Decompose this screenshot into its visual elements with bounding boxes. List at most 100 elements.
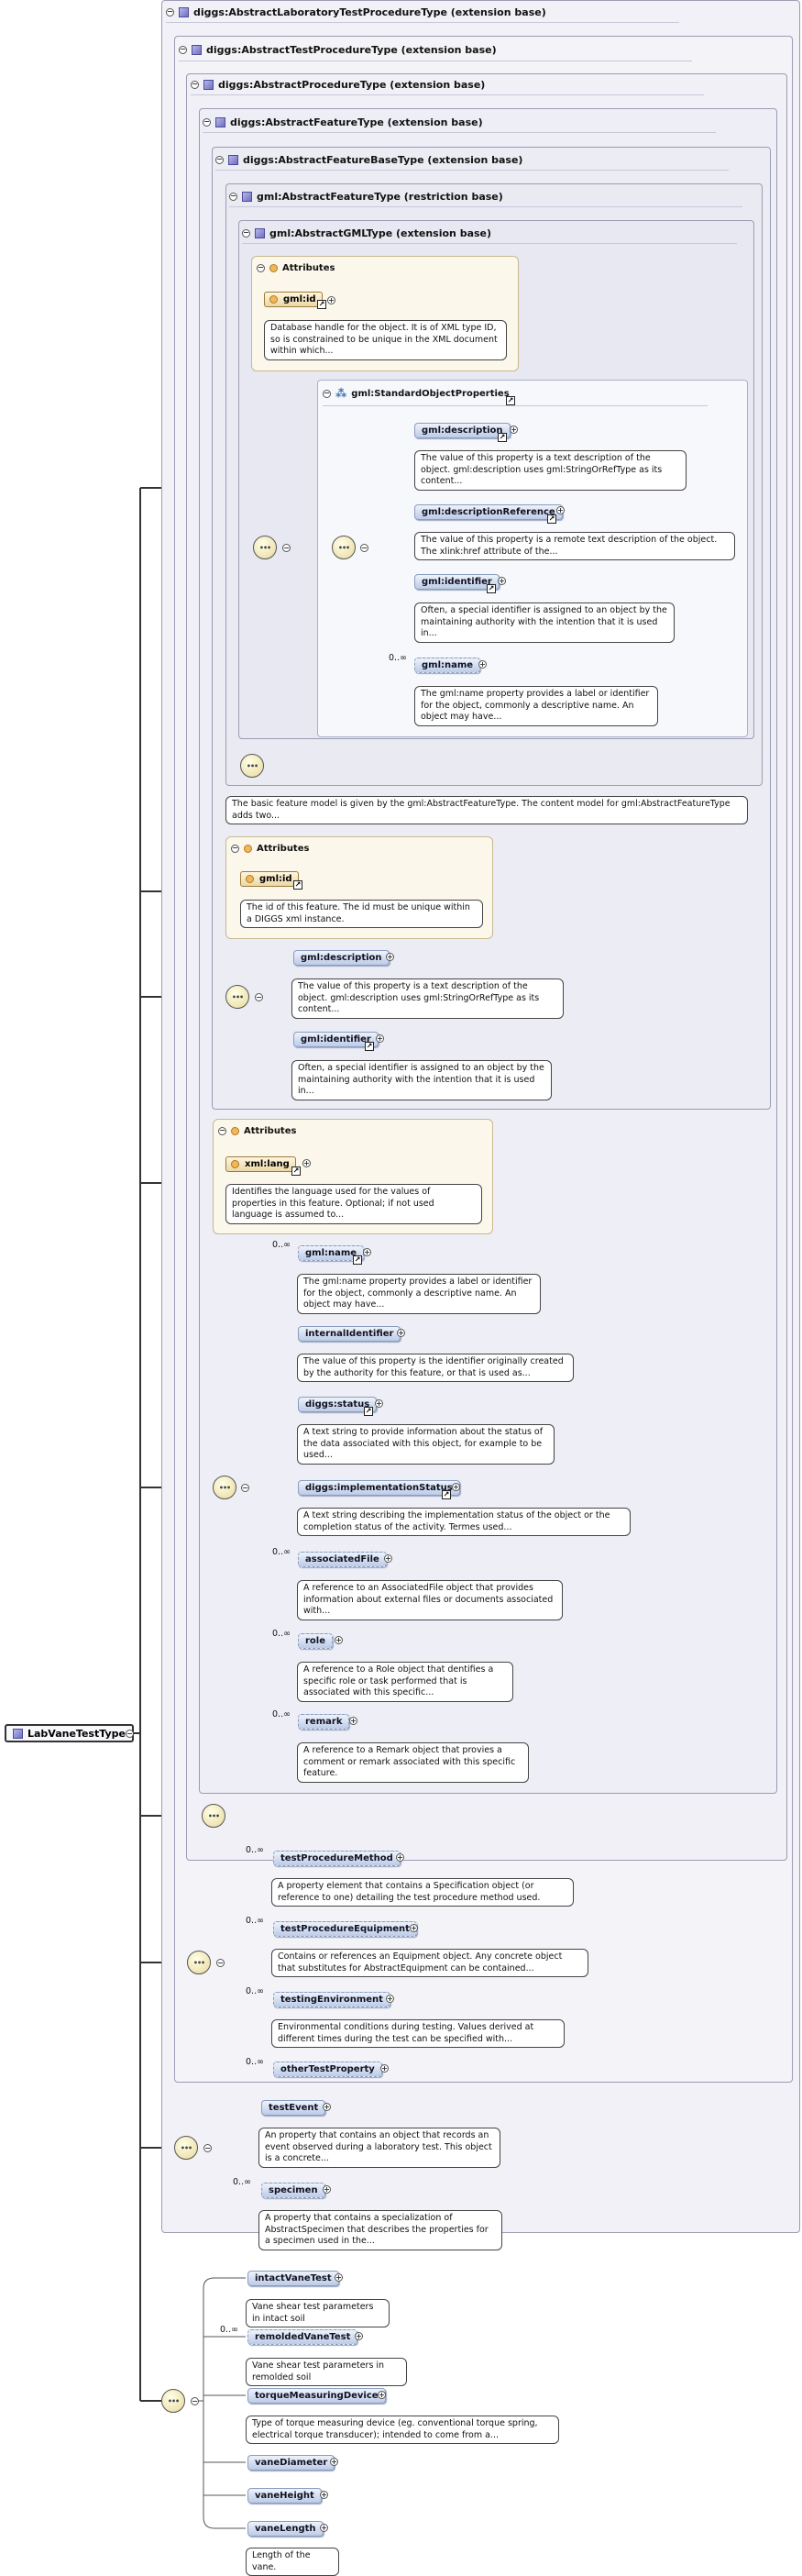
collapse-icon[interactable]: − bbox=[179, 45, 187, 54]
element-role[interactable]: role bbox=[298, 1633, 334, 1649]
sequence-compositor-icon[interactable]: ••• bbox=[174, 2136, 198, 2160]
collapse-icon[interactable]: − bbox=[229, 192, 237, 201]
expand-icon[interactable]: + bbox=[386, 1995, 394, 2003]
element-gml-description[interactable]: gml:description bbox=[414, 423, 511, 438]
expand-icon[interactable]: + bbox=[376, 1034, 384, 1043]
element-diggs-implementation-status[interactable]: diggs:implementationStatus bbox=[298, 1480, 460, 1496]
sequence-compositor-icon[interactable]: ••• bbox=[161, 2389, 185, 2413]
attribute-gml-id[interactable]: gml:id bbox=[264, 292, 323, 307]
element-test-procedure-method[interactable]: testProcedureMethod bbox=[273, 1851, 401, 1866]
expand-icon[interactable]: + bbox=[384, 1554, 392, 1563]
link-icon[interactable]: ↗ bbox=[498, 433, 507, 442]
element-remark[interactable]: remark bbox=[298, 1714, 350, 1730]
type-header-abstract-test-procedure[interactable]: − diggs:AbstractTestProcedureType (exten… bbox=[179, 42, 497, 57]
expand-icon[interactable]: − bbox=[241, 1484, 249, 1492]
collapse-icon[interactable]: − bbox=[242, 228, 250, 238]
expand-icon[interactable]: + bbox=[323, 2185, 331, 2194]
group-header-standard-object-properties[interactable]: − ⁂ gml:StandardObjectProperties bbox=[323, 386, 510, 401]
element-remolded-vane-test[interactable]: remoldedVaneTest bbox=[247, 2329, 358, 2345]
sequence-compositor-icon[interactable]: ••• bbox=[213, 1476, 236, 1499]
expand-icon[interactable]: + bbox=[323, 2103, 331, 2111]
type-header-gml-abstract-gml[interactable]: − gml:AbstractGMLType (extension base) bbox=[242, 226, 491, 240]
attributes-header[interactable]: − Attributes bbox=[218, 1123, 296, 1138]
element-other-test-property[interactable]: otherTestProperty bbox=[273, 2062, 382, 2077]
link-icon[interactable]: ↗ bbox=[547, 514, 556, 524]
link-icon[interactable]: ↗ bbox=[317, 300, 326, 309]
sequence-compositor-icon[interactable]: ••• bbox=[225, 985, 249, 1009]
expand-icon[interactable]: − bbox=[191, 2397, 199, 2405]
element-vane-height[interactable]: vaneHeight bbox=[247, 2488, 322, 2504]
expand-icon[interactable]: + bbox=[380, 2064, 389, 2073]
expand-icon[interactable]: + bbox=[349, 1717, 357, 1725]
link-icon[interactable]: ↗ bbox=[291, 1166, 301, 1176]
collapse-icon[interactable]: − bbox=[257, 263, 265, 272]
expand-icon[interactable]: + bbox=[510, 426, 518, 434]
expand-icon[interactable]: + bbox=[397, 1329, 405, 1337]
expand-icon[interactable]: + bbox=[386, 953, 394, 961]
expand-icon[interactable]: + bbox=[330, 2458, 338, 2466]
expand-icon[interactable]: + bbox=[498, 577, 506, 585]
element-torque-measuring-device[interactable]: torqueMeasuringDevice bbox=[247, 2388, 386, 2404]
expand-icon[interactable]: + bbox=[375, 1399, 383, 1408]
element-test-procedure-equipment[interactable]: testProcedureEquipment bbox=[273, 1921, 417, 1937]
element-gml-name[interactable]: gml:name bbox=[414, 658, 481, 673]
element-vane-length[interactable]: vaneLength bbox=[247, 2521, 324, 2537]
link-icon[interactable]: ↗ bbox=[353, 1255, 362, 1265]
link-icon[interactable]: ↗ bbox=[506, 396, 515, 405]
expand-icon[interactable]: − bbox=[360, 544, 368, 552]
expand-icon[interactable]: + bbox=[335, 1636, 343, 1644]
sequence-compositor-icon[interactable]: ••• bbox=[202, 1804, 225, 1828]
element-gml-identifier[interactable]: gml:identifier bbox=[414, 574, 500, 590]
expand-icon[interactable]: − bbox=[203, 2144, 212, 2152]
link-icon[interactable]: ↗ bbox=[364, 1407, 373, 1416]
attribute-gml-id[interactable]: gml:id bbox=[240, 871, 299, 887]
expand-icon[interactable]: + bbox=[327, 296, 335, 304]
collapse-icon[interactable]: − bbox=[323, 389, 331, 398]
type-header-gml-abstract-feature[interactable]: − gml:AbstractFeatureType (restriction b… bbox=[229, 189, 503, 204]
attribute-xml-lang[interactable]: xml:lang bbox=[225, 1156, 296, 1172]
link-icon[interactable]: ↗ bbox=[487, 584, 496, 593]
type-header-abstract-lab-test-procedure[interactable]: − diggs:AbstractLaboratoryTestProcedureT… bbox=[166, 5, 546, 19]
link-icon[interactable]: ↗ bbox=[293, 880, 302, 890]
sequence-compositor-icon[interactable]: ••• bbox=[187, 1951, 211, 1974]
type-header-abstract-feature[interactable]: − diggs:AbstractFeatureType (extension b… bbox=[203, 115, 483, 129]
expand-icon[interactable]: + bbox=[335, 2273, 343, 2282]
element-specimen[interactable]: specimen bbox=[261, 2183, 325, 2198]
type-header-abstract-feature-base[interactable]: − diggs:AbstractFeatureBaseType (extensi… bbox=[215, 152, 522, 167]
element-test-event[interactable]: testEvent bbox=[261, 2100, 326, 2116]
collapse-icon[interactable]: − bbox=[191, 80, 199, 89]
collapse-icon[interactable]: − bbox=[231, 844, 239, 853]
expand-icon[interactable]: + bbox=[378, 2391, 386, 2399]
collapse-icon[interactable]: − bbox=[166, 7, 174, 17]
link-icon[interactable]: ↗ bbox=[442, 1490, 451, 1499]
expand-icon[interactable]: + bbox=[556, 506, 565, 514]
element-vane-diameter[interactable]: vaneDiameter bbox=[247, 2455, 335, 2471]
expand-icon[interactable]: + bbox=[396, 1853, 404, 1862]
element-gml-description[interactable]: gml:description bbox=[293, 950, 390, 966]
collapse-icon[interactable]: − bbox=[203, 117, 211, 127]
expand-icon[interactable]: + bbox=[320, 2491, 328, 2499]
expand-icon[interactable]: − bbox=[216, 1959, 225, 1967]
link-icon[interactable]: ↗ bbox=[365, 1042, 374, 1051]
root-type-lab-vane-test[interactable]: LabVaneTestType bbox=[5, 1724, 134, 1742]
element-associated-file[interactable]: associatedFile bbox=[298, 1552, 387, 1567]
type-header-abstract-procedure[interactable]: − diggs:AbstractProcedureType (extension… bbox=[191, 77, 485, 92]
attributes-header[interactable]: − Attributes bbox=[257, 260, 335, 275]
expand-icon[interactable]: + bbox=[478, 660, 487, 669]
collapse-icon[interactable]: − bbox=[218, 1126, 226, 1135]
expand-icon[interactable]: + bbox=[302, 1159, 311, 1167]
expand-icon[interactable]: − bbox=[282, 544, 291, 552]
expand-icon[interactable]: + bbox=[320, 2524, 328, 2532]
element-gml-description-reference[interactable]: gml:descriptionReference bbox=[414, 504, 563, 520]
expand-icon[interactable]: + bbox=[355, 2332, 363, 2340]
expand-icon[interactable]: + bbox=[452, 1483, 460, 1491]
expand-icon[interactable]: + bbox=[410, 1924, 418, 1932]
attributes-header[interactable]: − Attributes bbox=[231, 841, 309, 856]
sequence-compositor-icon[interactable]: ••• bbox=[332, 536, 356, 559]
sequence-compositor-icon[interactable]: ••• bbox=[240, 754, 264, 778]
element-testing-environment[interactable]: testingEnvironment bbox=[273, 1992, 390, 2007]
element-gml-name[interactable]: gml:name bbox=[298, 1245, 365, 1261]
sequence-compositor-icon[interactable]: ••• bbox=[253, 536, 277, 559]
element-internal-identifier[interactable]: internalIdentifier bbox=[298, 1326, 401, 1342]
expand-icon[interactable]: − bbox=[255, 993, 263, 1001]
